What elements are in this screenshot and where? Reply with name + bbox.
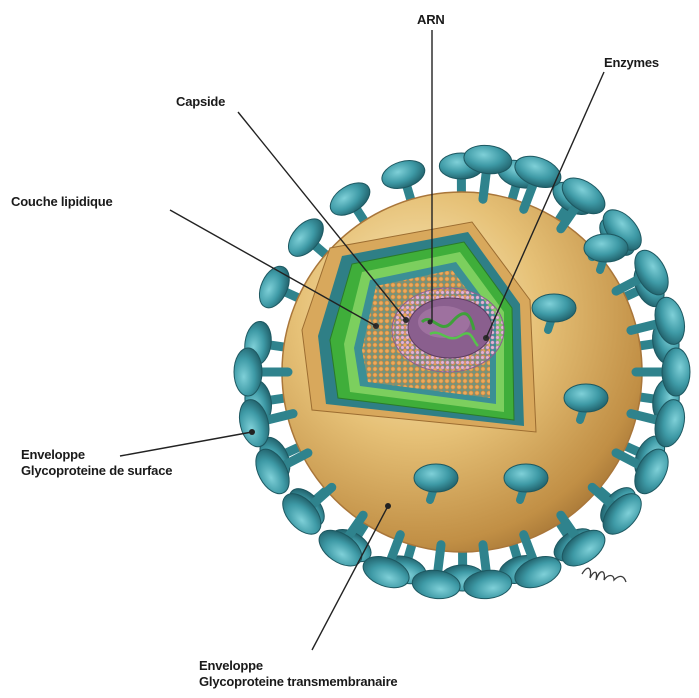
leader-end-dot [249,429,255,435]
label-couche-lipidique: Couche lipidique [11,194,113,210]
label-enveloppe-surface-line2: Glycoproteine de surface [21,463,172,479]
spike-cap [504,464,548,492]
spike-cap [379,156,429,193]
spike-cap [564,384,608,412]
spike-cap [532,294,576,322]
spike-cap [662,348,690,396]
leader-end-dot [385,503,391,509]
label-enveloppe-trans-line1: Enveloppe [199,658,397,674]
spike-cap [234,348,262,396]
label-arn: ARN [417,12,445,28]
spike-cap [414,464,458,492]
label-capside: Capside [176,94,225,110]
label-enveloppe-transmembranaire: Enveloppe Glycoproteine transmembranaire [199,658,397,690]
label-enveloppe-surface-line1: Enveloppe [21,447,172,463]
label-enveloppe-trans-line2: Glycoproteine transmembranaire [199,674,397,690]
core-highlight [418,306,470,338]
label-enveloppe-surface: Enveloppe Glycoproteine de surface [21,447,172,479]
spike-cap [584,234,628,262]
spike-cap [325,176,376,222]
spike-back [282,212,330,262]
artist-signature [582,568,626,582]
label-enzymes: Enzymes [604,55,659,71]
